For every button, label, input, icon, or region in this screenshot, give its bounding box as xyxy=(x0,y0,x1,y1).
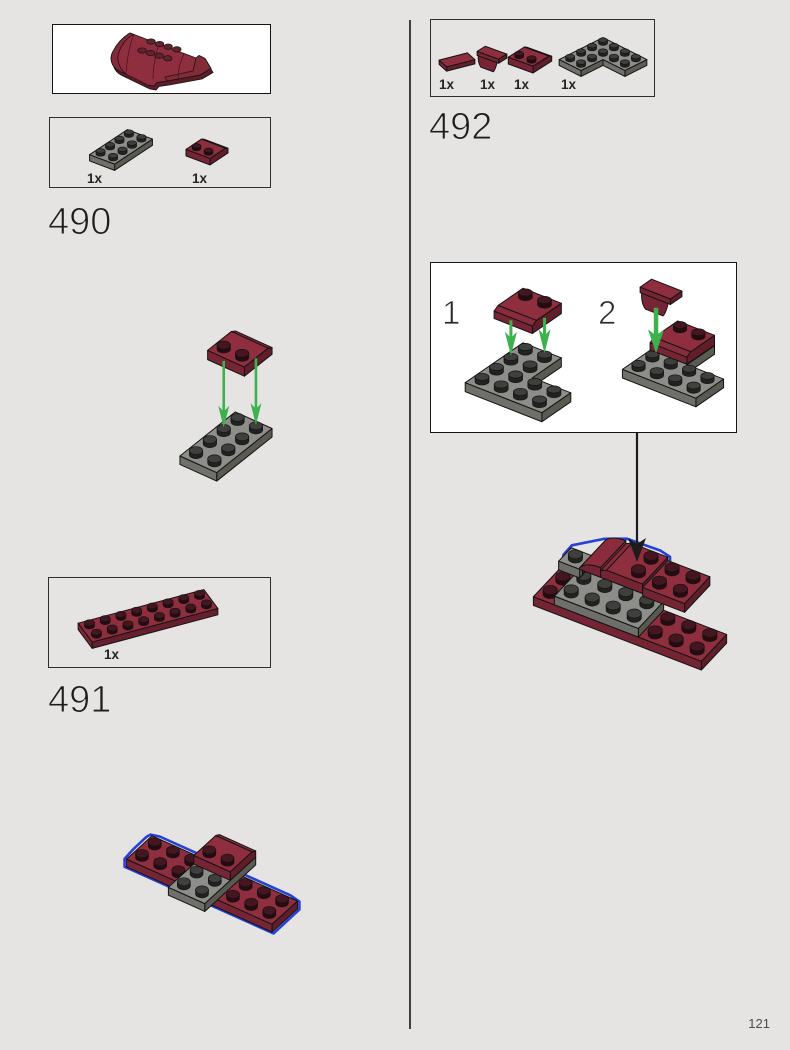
parts-box-492: 1x 1x 1x 1x xyxy=(430,19,655,97)
step-490-diagram xyxy=(179,330,273,482)
parts-490-illustration xyxy=(89,129,229,171)
parts-box-491: 1x xyxy=(48,577,271,668)
part-count: 1x xyxy=(480,77,496,92)
column-divider xyxy=(409,20,411,1029)
part-count: 1x xyxy=(561,77,577,92)
substep-box: 1 2 xyxy=(430,262,737,433)
parts-492-illustration xyxy=(438,37,648,77)
step-491-diagram xyxy=(123,833,301,935)
step-number-491: 491 xyxy=(47,679,112,721)
substep-number-1: 1 xyxy=(442,294,461,331)
page-number: 121 xyxy=(748,1016,770,1031)
substep-1-diagram xyxy=(464,287,572,423)
preview-piece-illustration xyxy=(110,32,214,91)
parts-box-490: 1x 1x xyxy=(49,117,271,188)
step-number-490: 490 xyxy=(47,201,112,243)
preview-box xyxy=(52,24,271,94)
part-count: 1x xyxy=(439,77,455,92)
assembly-arrow xyxy=(628,433,646,562)
substep-number-2: 2 xyxy=(598,294,617,331)
step-number-492: 492 xyxy=(428,106,493,148)
part-count: 1x xyxy=(87,171,103,186)
part-count: 1x xyxy=(192,171,208,186)
part-count: 1x xyxy=(104,647,120,662)
part-count: 1x xyxy=(514,77,530,92)
substep-2-diagram xyxy=(621,278,725,408)
step-492-diagram xyxy=(532,537,728,671)
parts-491-illustration xyxy=(77,589,219,649)
